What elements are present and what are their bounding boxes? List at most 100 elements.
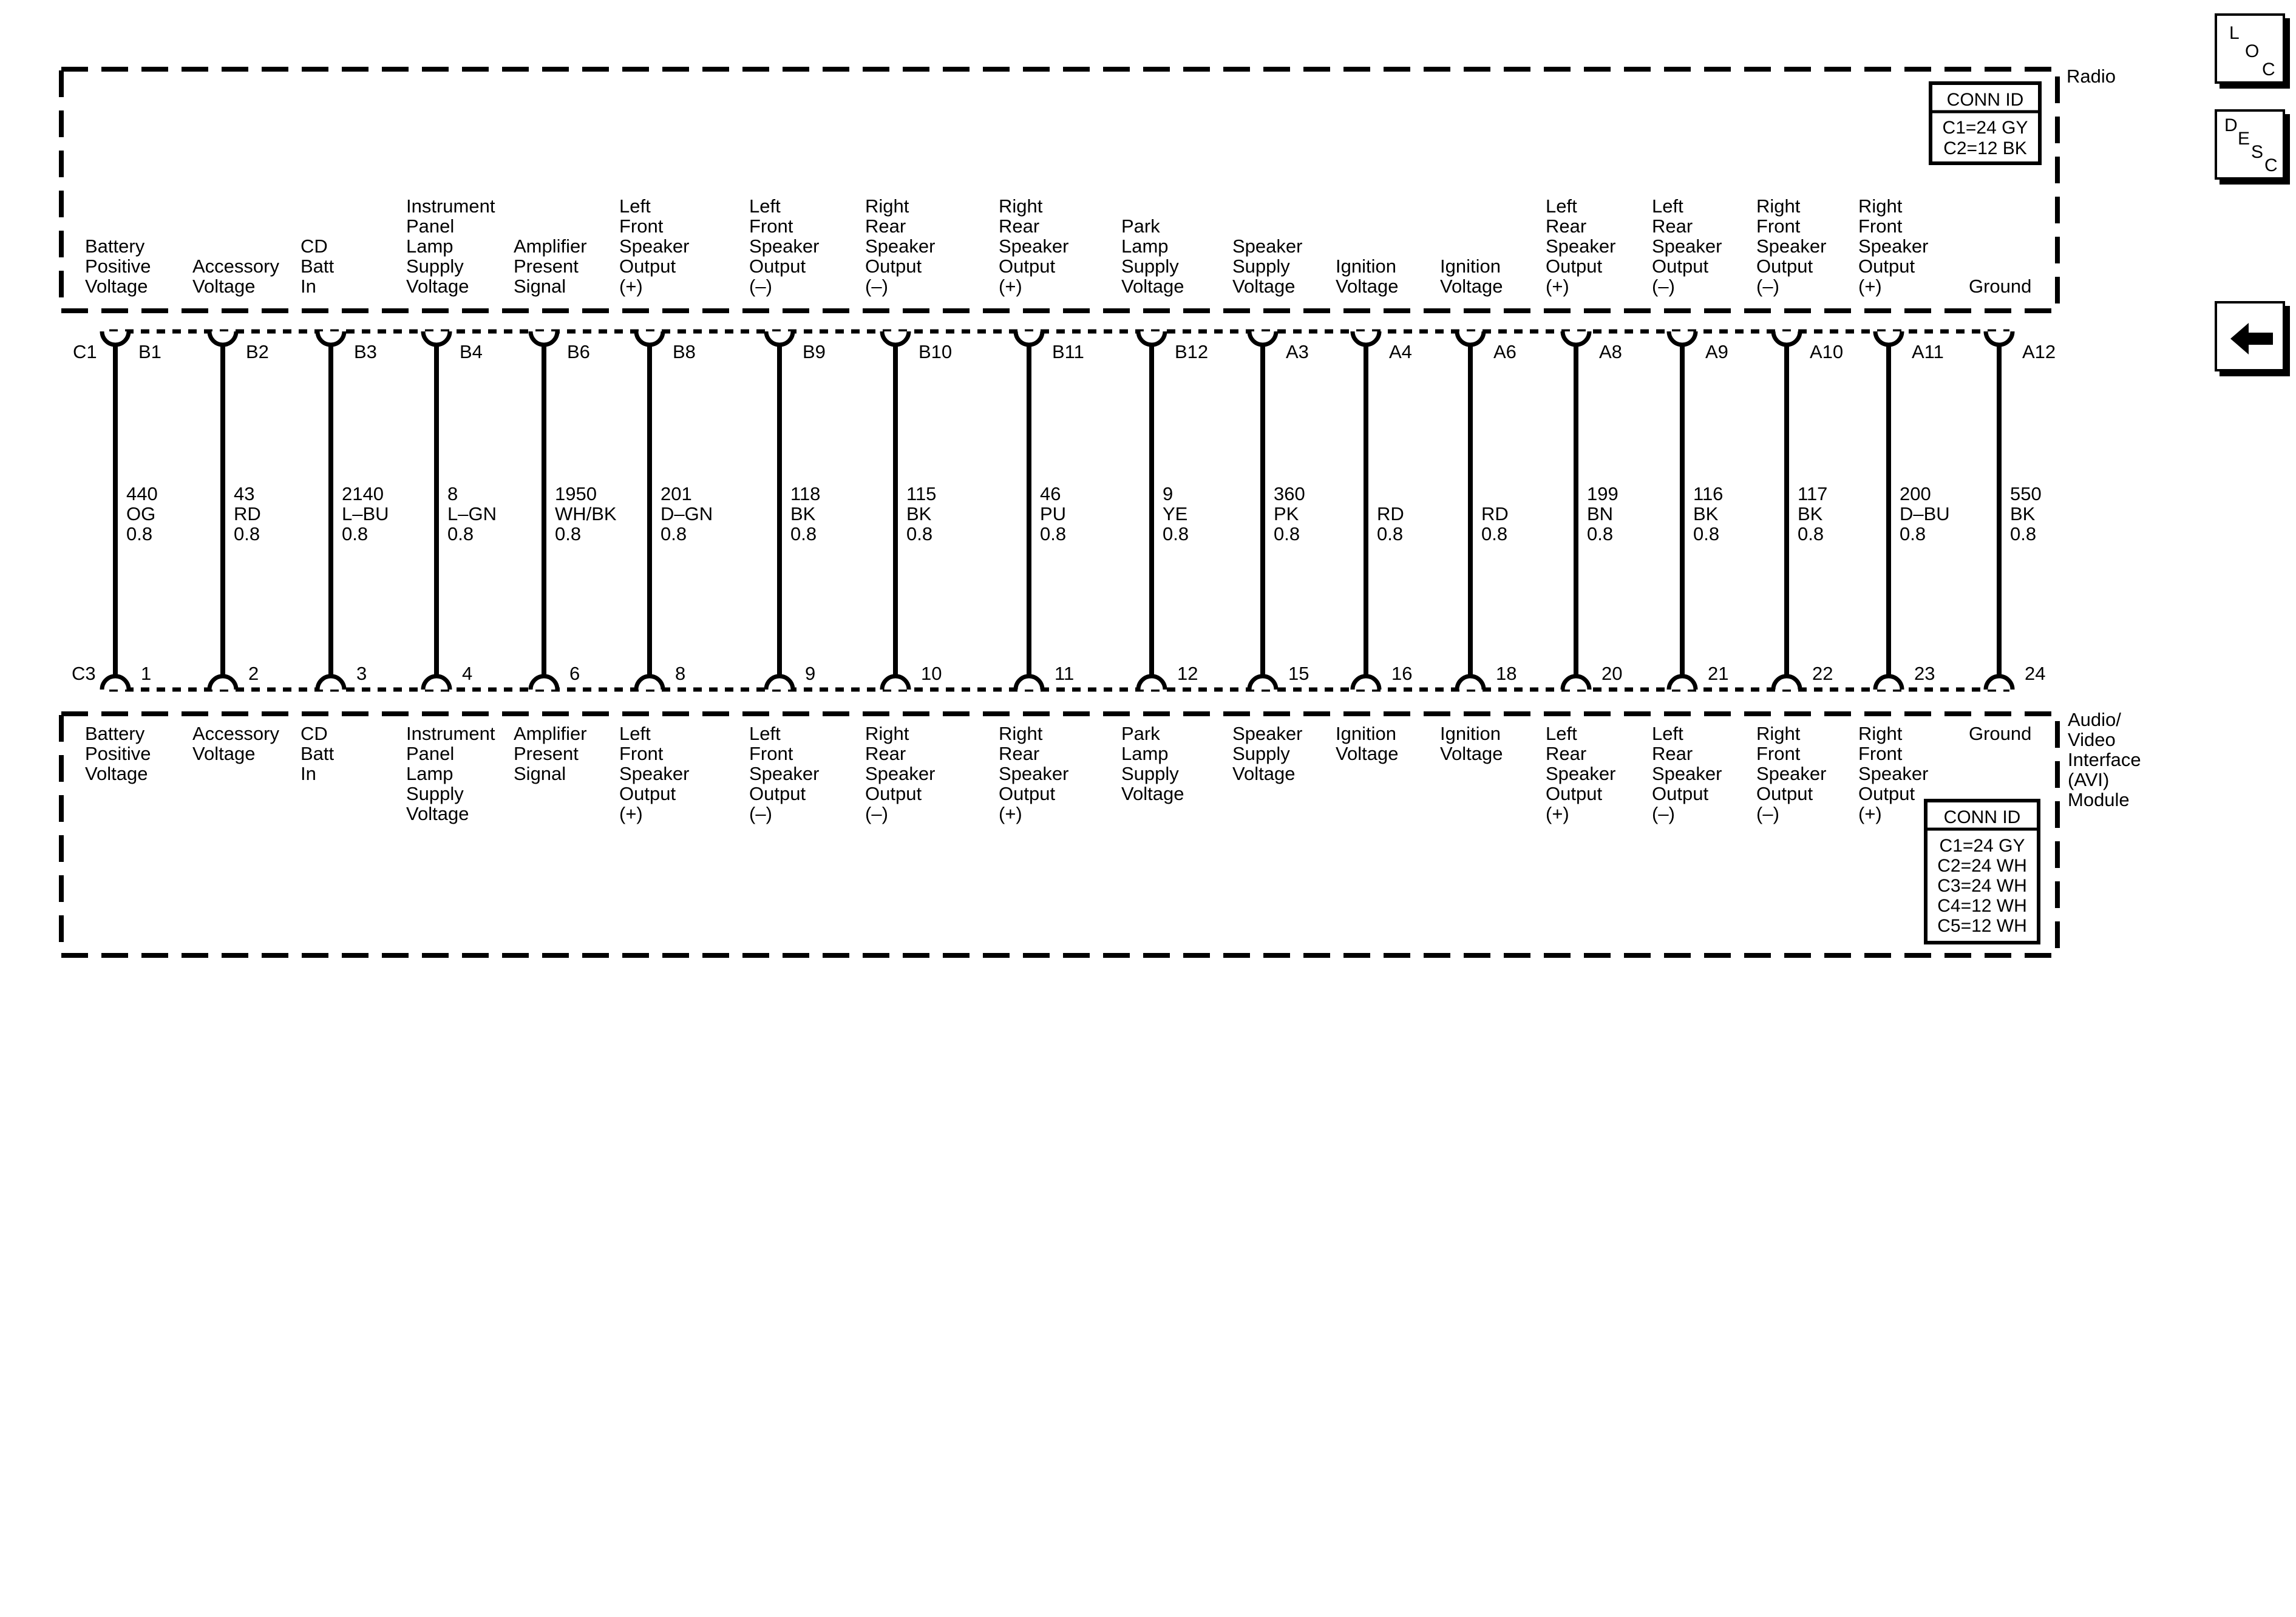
radio-pin-function-label: Ignition: [1336, 256, 1396, 277]
wire-spec-label: 0.8: [906, 523, 932, 544]
back-button[interactable]: [2215, 301, 2285, 371]
description-button[interactable]: D E S C: [2215, 109, 2285, 180]
avi-pin-number: 2: [248, 663, 259, 684]
avi-pin-function-label: Lamp: [406, 763, 453, 784]
radio-pin-function-label: Rear: [1652, 215, 1693, 237]
radio-terminal: [1455, 331, 1486, 347]
avi-pin-function-label: (+): [999, 803, 1022, 824]
avi-pin-function-label: Voltage: [85, 763, 148, 784]
radio-pin-function-label: Voltage: [85, 276, 148, 297]
avi-pin-function-label: Voltage: [1121, 783, 1184, 804]
loc-letter: L: [2229, 23, 2240, 43]
wire-spec-label: RD: [1481, 503, 1509, 524]
avi-pin-number: 6: [569, 663, 580, 684]
radio-pin-function-label: (+): [1858, 276, 1882, 297]
radio-pin-function-label: Front: [1756, 215, 1801, 237]
wire-spec-label: 2140: [342, 483, 384, 504]
avi-terminal: [1873, 674, 1904, 690]
avi-conn-line: C5=12 WH: [1937, 916, 2027, 936]
wire-spec-label: 0.8: [790, 523, 817, 544]
radio-terminal: [528, 331, 560, 347]
avi-terminal: [421, 674, 452, 690]
radio-pin-function-label: Output: [1858, 256, 1915, 277]
wire-spec-label: 0.8: [2010, 523, 2036, 544]
desc-letter: C: [2264, 155, 2278, 175]
avi-pin-function-label: Rear: [865, 743, 906, 764]
radio-pin-function-label: Speaker: [1546, 236, 1615, 257]
wire-spec-label: 0.8: [555, 523, 581, 544]
wire-spec-label: 0.8: [234, 523, 260, 544]
avi-pin-function-label: Front: [749, 743, 793, 764]
wire-spec-label: 0.8: [1163, 523, 1189, 544]
avi-pin-function-label: Panel: [406, 743, 454, 764]
wire-spec-label: RD: [1377, 503, 1404, 524]
radio-pin-function-label: (+): [1546, 276, 1569, 297]
radio-pin-function-label: Voltage: [192, 276, 255, 297]
wire-spec-label: 0.8: [126, 523, 152, 544]
radio-pin-function-label: Supply: [1232, 256, 1290, 277]
radio-pin-function-label: Park: [1121, 215, 1160, 237]
radio-conn-id-box: CONN ID C1=24 GY C2=12 BK: [1929, 81, 2042, 165]
location-button[interactable]: L O C: [2215, 13, 2285, 84]
radio-pin-function-label: Batt: [301, 256, 335, 277]
avi-pin-number: 20: [1601, 663, 1622, 684]
avi-pin-function-label: Output: [1652, 783, 1708, 804]
avi-terminal: [1666, 674, 1698, 690]
avi-pin-function-label: Ignition: [1336, 723, 1396, 744]
avi-pin-function-label: (–): [865, 803, 888, 824]
radio-pin-number: A9: [1705, 341, 1728, 362]
radio-pin-function-label: Right: [865, 195, 909, 217]
avi-terminal: [1771, 674, 1802, 690]
avi-pin-function-label: Speaker: [1652, 763, 1722, 784]
avi-pin-function-label: Voltage: [1440, 743, 1503, 764]
avi-pin-number: 16: [1391, 663, 1412, 684]
avi-connector-id: C3: [72, 663, 96, 684]
radio-pin-number: A10: [1810, 341, 1843, 362]
avi-module-name-line: Interface: [2068, 749, 2141, 770]
avi-pin-function-label: (+): [619, 803, 643, 824]
wire-spec-label: 200: [1900, 483, 1931, 504]
wire-spec-label: 1950: [555, 483, 597, 504]
avi-pin-function-label: Right: [1858, 723, 1903, 744]
avi-conn-id-header: CONN ID: [1944, 807, 2021, 827]
avi-pin-function-label: (–): [1756, 803, 1779, 824]
avi-pin-function-label: Battery: [85, 723, 145, 744]
radio-pin-number: B3: [354, 341, 377, 362]
circuit-group: BatteryPositiveVoltageB11440OG0.8Battery…: [85, 195, 2056, 824]
radio-pin-number: B9: [803, 341, 826, 362]
avi-pin-function-label: Voltage: [406, 803, 469, 824]
radio-pin-function-label: Speaker: [749, 236, 819, 257]
avi-pin-function-label: Left: [1652, 723, 1683, 744]
radio-pin-function-label: Rear: [999, 215, 1039, 237]
avi-module-name-line: (AVI): [2068, 769, 2109, 790]
radio-connector-id: C1: [73, 341, 97, 362]
avi-terminal: [207, 674, 239, 690]
wire-spec-label: D–BU: [1900, 503, 1950, 524]
avi-pin-function-label: Supply: [1121, 763, 1179, 784]
radio-pin-number: B11: [1052, 341, 1084, 362]
radio-pin-function-label: Output: [999, 256, 1055, 277]
avi-pin-function-label: Rear: [1546, 743, 1586, 764]
avi-pin-function-label: Left: [619, 723, 651, 744]
avi-pin-function-label: Lamp: [1121, 743, 1169, 764]
radio-pin-number: B1: [138, 341, 161, 362]
radio-pin-function-label: Right: [999, 195, 1043, 217]
avi-pin-function-label: Speaker: [999, 763, 1068, 784]
radio-terminal: [421, 331, 452, 347]
avi-pin-function-label: Speaker: [1756, 763, 1826, 784]
avi-module-name-line: Video: [2068, 729, 2116, 750]
avi-pin-number: 23: [1914, 663, 1935, 684]
radio-pin-function-label: Voltage: [1440, 276, 1503, 297]
radio-terminal: [100, 331, 131, 347]
avi-conn-line: C4=12 WH: [1937, 896, 2027, 916]
wire-spec-label: L–BU: [342, 503, 389, 524]
wire-spec-label: WH/BK: [555, 503, 617, 524]
radio-pin-number: B8: [673, 341, 696, 362]
avi-module-name-line: Module: [2068, 789, 2130, 810]
wire-spec-label: D–GN: [661, 503, 713, 524]
radio-terminal: [1666, 331, 1698, 347]
radio-pin-function-label: Left: [1652, 195, 1683, 217]
avi-pin-number: 15: [1288, 663, 1309, 684]
radio-pin-function-label: Voltage: [1336, 276, 1398, 297]
radio-pin-number: A4: [1389, 341, 1412, 362]
